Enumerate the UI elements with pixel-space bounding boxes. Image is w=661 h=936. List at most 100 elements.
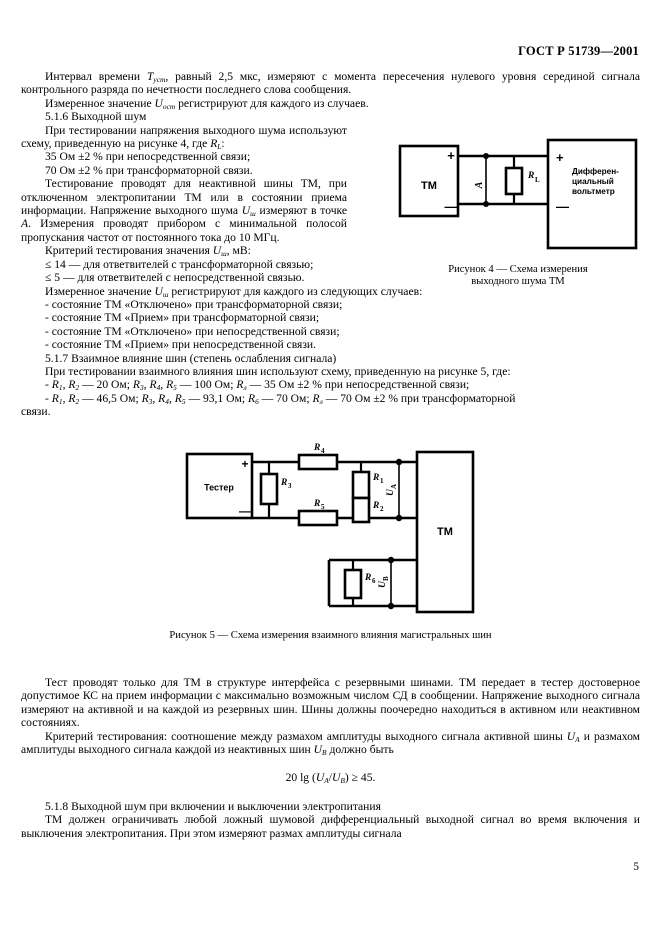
section-heading-5-1-8: 5.1.8 Выходной шум при включении и выклю… <box>45 799 381 813</box>
paragraph-test-procedure: Тест проводят только для ТМ в структуре … <box>21 676 640 730</box>
rl2-r5-sub: 5 <box>181 396 186 406</box>
p2-text-b: регистрируют для каждого из случаев. <box>178 96 369 110</box>
rl2-r7: R <box>312 391 320 405</box>
rl1-r5-sub: 5 <box>173 383 177 393</box>
rl2-r4-sub: 4 <box>165 396 169 406</box>
ua-label-group: U A <box>386 484 398 496</box>
case-off-transformer: - состояние ТМ «Отключено» при трансформ… <box>45 297 343 311</box>
rl1-r1: R <box>51 378 59 392</box>
p1-text-a: Интервал времени <box>45 70 141 83</box>
paragraph-power-noise: ТМ должен ограничивать любой ложный шумо… <box>21 813 640 840</box>
p1-symbol-T: T <box>146 70 154 83</box>
rl2-c1: , <box>62 391 69 405</box>
p19-text-a: Критерий тестирования: соотношение между… <box>45 729 563 743</box>
junction-dot-ub-top <box>387 556 394 564</box>
tester-plus-terminal: + <box>241 457 248 471</box>
ua-sublabel: A <box>390 484 398 489</box>
figure-4-diagram: ТМ + — A R L <box>396 138 640 256</box>
p2-text-a: Измеренное значение <box>45 96 152 110</box>
paragraph-output-noise-scheme: При тестировании напряжения выходного шу… <box>21 124 347 151</box>
rl2-v4: — 70 Ом ±2 % при трансформаторной <box>322 391 516 405</box>
rl2-r3-sub: 3 <box>148 396 153 406</box>
rl1-r4: R <box>149 378 157 392</box>
rl2-r7-sub: л <box>319 396 323 406</box>
formula-ua: U <box>315 771 325 785</box>
tm-plus-terminal: + <box>447 148 455 163</box>
case-off-direct: - состояние ТМ «Отключено» при непосредс… <box>45 324 340 338</box>
r5-sublabel: 5 <box>321 503 325 511</box>
rl2-r1-sub: 1 <box>58 396 63 406</box>
figure-5: Тестер + — R 4 R 3 R 5 <box>21 440 640 642</box>
p3-text-b: : <box>221 137 225 151</box>
formula-ua-sub: A <box>324 776 329 786</box>
r5-resistor-body <box>297 509 338 527</box>
figure-4: ТМ + — A R L <box>396 138 640 289</box>
rl1-c3: , <box>160 378 167 392</box>
rl2-r5: R <box>174 391 182 405</box>
p7-text-a: Критерий тестирования значения <box>45 244 210 258</box>
p6-point-label: A <box>21 217 29 231</box>
paragraph-measured-value-uost: Измеренное значение Uост регистрируют дл… <box>21 97 640 110</box>
rl1-r5: R <box>166 378 174 392</box>
figure-5-svg: Тестер + — R 4 R 3 R 5 <box>185 443 474 614</box>
rl2-r6: R <box>247 391 256 405</box>
tm-block-outline <box>398 144 460 218</box>
tm-block-label: ТМ <box>421 180 437 192</box>
paragraph-testing-inactive-bus: Тестирование проводят для неактивной шин… <box>21 177 347 244</box>
figure-4-caption: Рисунок 4 — Схема измерения выходного шу… <box>396 264 640 289</box>
junction-dot-ub-bottom <box>387 602 394 610</box>
rl1-r2-sub: 2 <box>75 383 80 393</box>
rl1-r6-sub: л <box>243 383 247 393</box>
r6-label: R <box>364 573 371 583</box>
r4-sublabel: 4 <box>321 447 325 455</box>
r3-sublabel: 3 <box>288 482 292 490</box>
r3-resistor-body <box>259 472 278 506</box>
p7-subscript: ш <box>221 249 227 259</box>
voltmeter-label-line2: циальный <box>572 177 614 186</box>
voltmeter-plus-terminal: + <box>556 150 564 165</box>
formula-suffix: ) ≥ 45. <box>344 771 376 785</box>
rl1-prefix: - <box>45 378 52 392</box>
p10-subscript: ш <box>162 289 169 299</box>
ua-label: U <box>386 488 396 496</box>
p3-text-a: При тестировании напряжения выходного шу… <box>21 123 347 151</box>
figure-4-caption-line2: выходного шума ТМ <box>471 276 565 288</box>
figure-4-caption-line1: Рисунок 4 — Схема измерения <box>448 264 588 275</box>
case-receive-transformer: - состояние ТМ «Прием» при трансформатор… <box>45 311 320 325</box>
formula-slash: / <box>328 771 332 785</box>
figure-5-diagram: Тестер + — R 4 R 3 R 5 <box>181 440 481 620</box>
p2-subscript: ост <box>162 101 176 111</box>
r6-sublabel: 6 <box>372 577 376 585</box>
paragraph-70-ohm: 70 Ом ±2 % при трансформаторной связи. <box>45 163 253 177</box>
rl2-r3: R <box>141 391 149 405</box>
p2-symbol-U: U <box>154 96 163 110</box>
paragraph-interval-time: Интервал времени Tуст, равный 2,5 мкс, и… <box>21 70 640 97</box>
left-text-column: При тестировании напряжения выходного шу… <box>21 124 347 245</box>
rl2-c2: , <box>152 391 159 405</box>
rl2-v2: — 93,1 Ом; <box>185 391 248 405</box>
rl2-r2-sub: 2 <box>75 396 80 406</box>
ub-label: U <box>378 580 388 588</box>
r5-label: R <box>313 499 320 509</box>
formula-prefix: 20 lg ( <box>285 771 316 785</box>
document-body: Интервал времени Tуст, равный 2,5 мкс, и… <box>21 70 640 419</box>
tm-block-label-fig5: ТМ <box>437 526 453 538</box>
rl1-r4-sub: 4 <box>156 383 161 393</box>
r2-sublabel: 2 <box>380 505 384 513</box>
p19-symbol-ua: U <box>566 729 576 743</box>
formula-ub-sub: B <box>340 776 345 786</box>
p7-symbol-U: U <box>212 244 222 258</box>
page-header-standard-number: ГОСТ Р 51739—2001 <box>518 44 639 58</box>
rl2-prefix: - <box>45 391 52 405</box>
rl1-r2: R <box>68 378 76 392</box>
r2-resistor-body <box>351 496 370 524</box>
junction-dot-top-a <box>483 153 489 159</box>
tm-block-outline-fig5 <box>415 450 474 614</box>
rl-resistor-body <box>504 166 524 196</box>
p6-text-b: измеряют в точке <box>259 204 348 218</box>
page-number: 5 <box>633 861 639 873</box>
p1-subscript: уст <box>153 75 166 84</box>
tester-block-outline <box>185 452 253 520</box>
rl1-r3: R <box>132 378 140 392</box>
